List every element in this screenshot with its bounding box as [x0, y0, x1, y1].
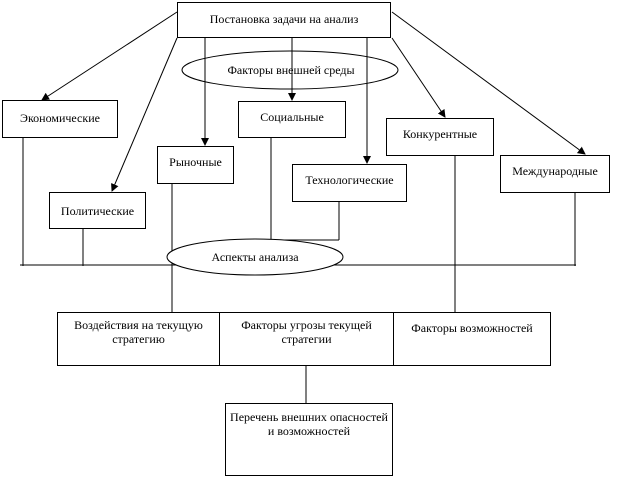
- aspect-impact: Воздействия на текущую стратегию: [57, 312, 220, 366]
- factor-political-label: Политические: [60, 204, 135, 218]
- factor-political: Политические: [49, 192, 146, 229]
- aspect-opportunities-label: Факторы возможностей: [411, 321, 533, 335]
- aspects-group-label: Аспекты анализа: [211, 250, 299, 264]
- root-box: Постановка задачи на анализ: [177, 2, 391, 38]
- aspects-group-ellipse: [166, 238, 344, 276]
- aspect-threats-label: Факторы угрозы текущей стратегии: [241, 318, 372, 346]
- factor-market: Рыночные: [157, 146, 234, 184]
- factor-social: Социальные: [238, 101, 346, 138]
- factor-social-label: Социальные: [260, 110, 324, 124]
- aspect-opportunities: Факторы возможностей: [393, 312, 551, 366]
- result-box: Перечень внешних опасностей и возможност…: [225, 403, 393, 476]
- aspect-threats: Факторы угрозы текущей стратегии: [219, 312, 394, 366]
- factor-international-label: Международные: [512, 164, 598, 178]
- arrow-to-political: [111, 37, 178, 192]
- root-label: Постановка задачи на анализ: [209, 12, 359, 26]
- factor-economic: Экономические: [2, 100, 118, 138]
- arrow-to-economic: [41, 11, 178, 101]
- factor-market-label: Рыночные: [169, 155, 222, 169]
- factor-international: Международные: [500, 155, 610, 193]
- factors-group-label: Факторы внешней среды: [227, 63, 355, 77]
- result-label: Перечень внешних опасностей и возможност…: [230, 410, 388, 438]
- factor-competitive-label: Конкурентные: [402, 127, 478, 141]
- arrow-to-international: [391, 11, 586, 155]
- arrow-to-competitive: [391, 37, 446, 118]
- factor-economic-label: Экономические: [20, 111, 100, 125]
- factor-competitive: Конкурентные: [386, 118, 494, 156]
- factor-technological: Технологические: [292, 164, 407, 202]
- factor-technological-label: Технологические: [305, 173, 394, 187]
- aspect-impact-label: Воздействия на текущую стратегию: [74, 318, 203, 346]
- factors-group-ellipse: [181, 50, 399, 90]
